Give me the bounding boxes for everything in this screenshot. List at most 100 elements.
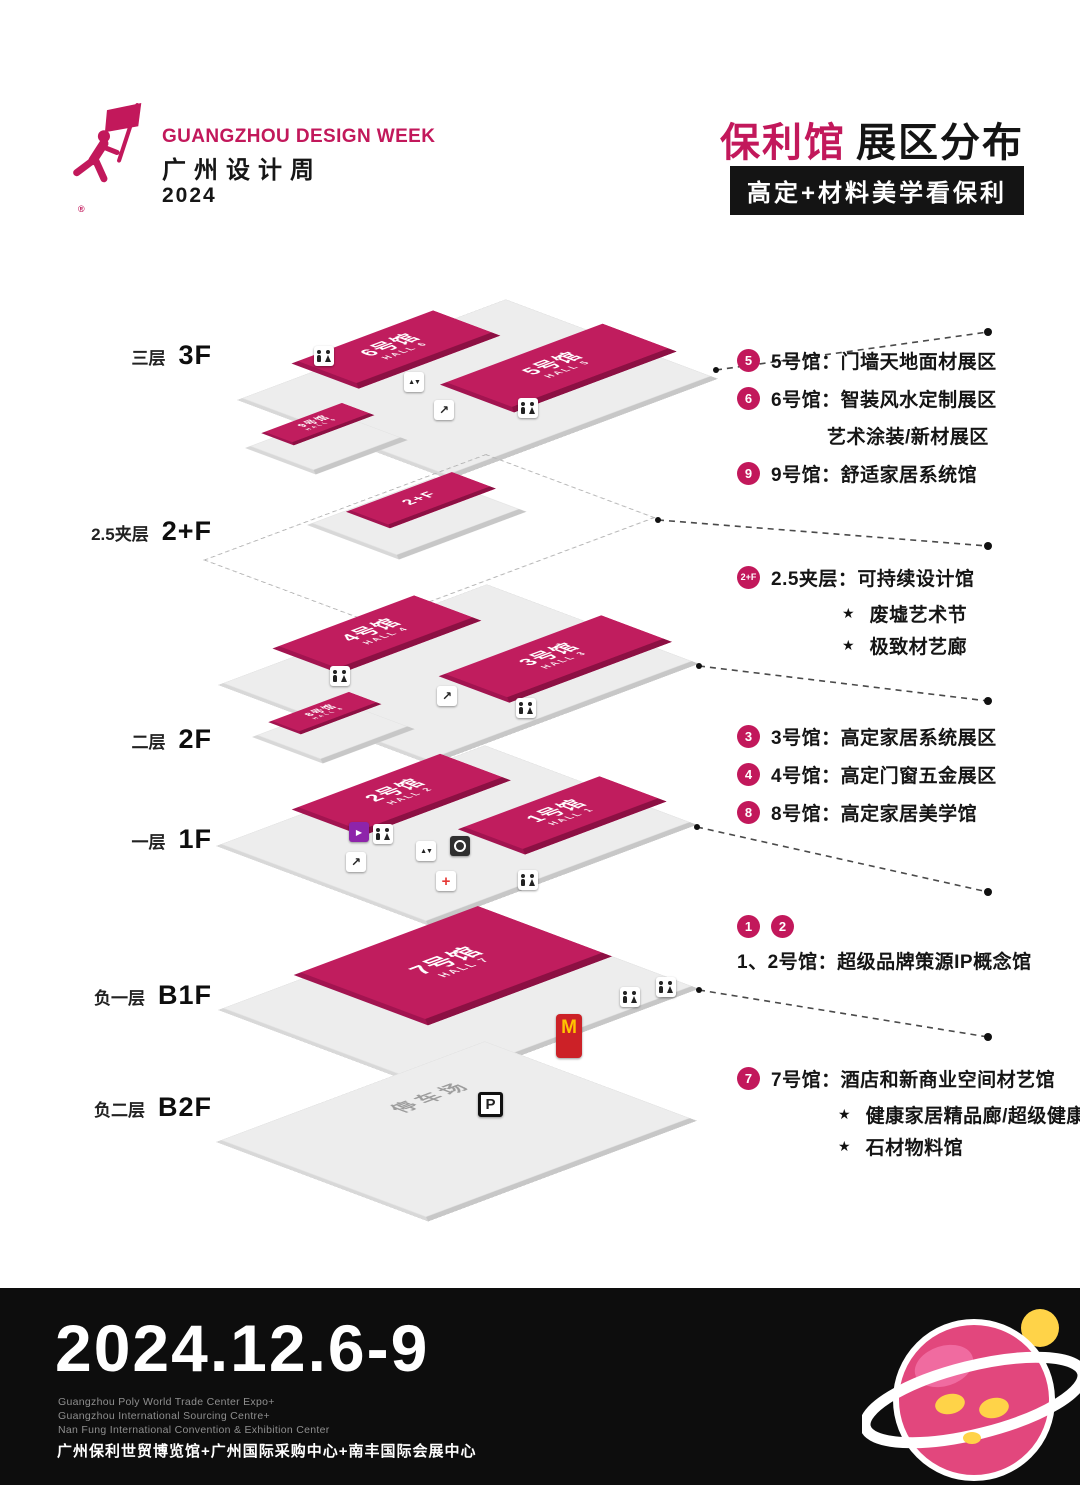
elevator-icon: ▲▼ [416,841,436,861]
registered-mark: ® [78,204,85,214]
legend-item-hall5: 5 5号馆：门墙天地面材展区 [737,348,997,373]
floor-label-cn: 三层 [131,349,166,368]
restroom-icon [518,870,538,890]
floor-label-1f: 一层 1F [0,824,212,855]
legend-item-hall7: 7 7号馆：酒店和新商业空间材艺馆 [737,1066,1056,1091]
hall-number-badge: 3 [737,724,760,748]
star-icon: ★ [842,636,855,653]
restroom-icon [373,824,393,844]
logo-title: GUANGZHOU DESIGN WEEK [162,126,436,147]
floor-label-b1f: 负一层 B1F [0,980,212,1011]
floor-label-en: B1F [157,980,212,1010]
photo-glyph: ▶ [355,827,363,837]
platform-b2f: 停车场 [216,1041,697,1222]
legend-item-hall6: 6 6号馆：智装风水定制展区 [737,386,997,411]
hall-number-badge: 5 [737,348,760,372]
restroom-icon [314,346,334,366]
page-subtitle-banner: 高定+材料美学看保利 [729,166,1024,215]
hall-7: 7号馆 HALL 7 [293,906,612,1026]
parking-sign: P [478,1092,503,1117]
floor-label-en: 2+F [161,516,212,546]
legend-text: 废墟艺术节 [869,604,968,626]
hall-number-badge: 2+F [737,565,760,589]
escalator-icon: ↗ [437,686,457,706]
floor-label-en: B2F [157,1092,212,1122]
floor-label-cn: 负一层 [93,989,145,1008]
escalator-glyph: ↗ [441,689,453,703]
legend-text: 4号馆：高定门窗五金展区 [771,765,997,787]
floor-label-3f: 三层 3F [0,340,212,371]
mcdonalds-m-glyph: M [561,1017,577,1038]
legend-text: 9号馆：舒适家居系统馆 [771,464,978,486]
floor-label-en: 3F [178,340,212,370]
legend-text: 6号馆：智装风水定制展区 [771,389,997,411]
elevator-icon: ▲▼ [404,372,424,392]
floor-label-cn: 负二层 [93,1101,145,1120]
logo-year: 2024 [162,184,217,207]
hall-number-badge: 8 [737,800,760,824]
legend-text: 7号馆：酒店和新商业空间材艺馆 [771,1069,1056,1091]
gdw-runner-logo-icon [73,103,142,183]
legend-text: 1、2号馆：超级品牌策源IP概念馆 [737,951,1032,973]
legend-item-hall6-cont: 艺术涂装/新材展区 [827,423,989,448]
planet-mascot [862,1309,1080,1481]
escalator-icon: ↗ [346,852,366,872]
legend-text: 石材物料馆 [865,1137,964,1159]
event-dates: 2024.12.6-9 [55,1311,430,1385]
hall-number-badge: 7 [737,1066,760,1090]
hall-number-badge: 1 [737,914,760,938]
parking-p-glyph: P [485,1096,496,1113]
legend-text: 艺术涂装/新材展区 [827,426,989,448]
page-title-highlight: 保利馆 [720,121,846,165]
legend-item-star: ★ 极致材艺廊 [842,633,968,658]
legend-text: 3号馆：高定家居系统展区 [771,727,997,749]
legend-text: 5号馆：门墙天地面材展区 [771,351,997,373]
floor-label-en: 2F [178,724,212,754]
page-title-rest: 展区分布 [856,121,1024,165]
restroom-icon [516,698,536,718]
floor-label-2f: 二层 2F [0,724,212,755]
logo-title-cn: 广州设计周 [162,157,322,184]
legend-item-hall1-2: 1、2号馆：超级品牌策源IP概念馆 [737,948,1032,973]
restroom-icon [620,987,640,1007]
photo-spot-icon: ▶ [349,822,369,842]
medical-icon: + [436,871,456,891]
legend-item-hall4: 4 4号馆：高定门窗五金展区 [737,762,997,787]
legend-item-hall8: 8 8号馆：高定家居美学馆 [737,800,978,825]
restroom-icon [330,666,350,686]
star-icon: ★ [838,1137,851,1154]
floor-label-2plusf: 2.5夹层 2+F [0,516,212,547]
venue-en-line1: Guangzhou Poly World Trade Center Expo+ [58,1396,275,1408]
footer-banner: 2024.12.6-9 Guangzhou Poly World Trade C… [0,1288,1080,1485]
legend-item-star: ★ 石材物料馆 [838,1134,964,1159]
floor-label-cn: 一层 [131,833,166,852]
elevator-glyph: ▲▼ [420,847,433,855]
restroom-icon [518,398,538,418]
medical-glyph: + [441,872,451,890]
venue-en-line3: Nan Fung International Convention & Exhi… [58,1424,330,1436]
floor-label-en: 1F [178,824,212,854]
legend-text: 极致材艺廊 [869,636,968,658]
legend-text: 2.5夹层：可持续设计馆 [771,568,975,590]
hall-number-badge: 2 [771,914,794,938]
legend-item-star: ★ 废墟艺术节 [842,601,968,626]
page-title: 保利馆展区分布 [720,110,1024,168]
legend-item-hall9: 9 9号馆：舒适家居系统馆 [737,461,978,486]
venue-en-line2: Guangzhou International Sourcing Centre+ [58,1410,270,1422]
camera-icon [450,836,470,856]
floor-label-b2f: 负二层 B2F [0,1092,212,1123]
hall-number-badge: 6 [737,386,760,410]
elevator-glyph: ▲▼ [408,378,421,386]
hall-2plusf-label: 2+F [397,489,443,507]
hall-3: 3号馆 HALL 3 [438,615,672,703]
floor-label-cn: 2.5夹层 [91,525,149,544]
escalator-glyph: ↗ [438,403,450,417]
legend-item-2plusf: 2+F 2.5夹层：可持续设计馆 [737,565,975,590]
legend-badges-hall1-2: 1 2 [737,914,794,938]
hall-number-badge: 4 [737,762,760,786]
floor-label-cn: 二层 [131,733,166,752]
mcdonalds-sign: M [556,1014,582,1058]
legend-item-hall3: 3 3号馆：高定家居系统展区 [737,724,997,749]
legend-text: 8号馆：高定家居美学馆 [771,803,978,825]
hall-number-badge: 9 [737,461,760,485]
